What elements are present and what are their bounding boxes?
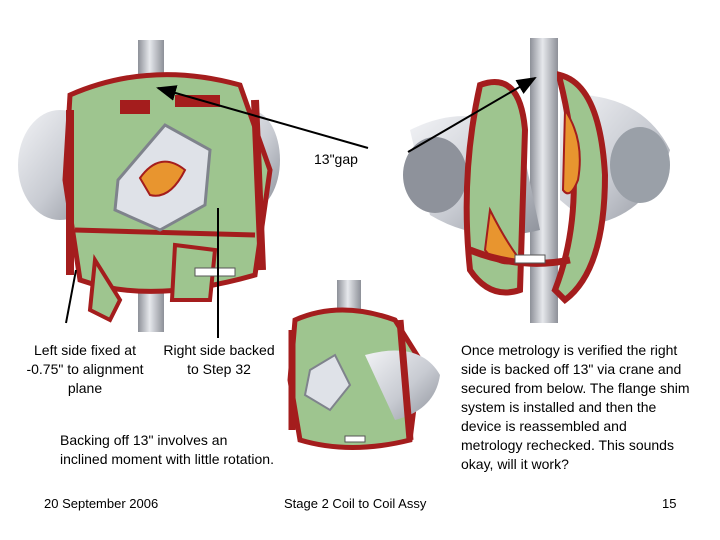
right-side-caption: Right side backed to Step 32	[163, 342, 275, 377]
left-side-caption: Left side fixed at -0.75" to alignment p…	[26, 342, 144, 396]
left-side-leader	[65, 269, 77, 324]
right-side-assembly	[403, 38, 670, 323]
left-side-assembly	[18, 40, 280, 332]
footer-title: Stage 2 Coil to Coil Assy	[284, 496, 427, 511]
page-number: 15	[662, 496, 677, 511]
metrology-note: Once metrology is verified the right sid…	[461, 342, 690, 472]
leader-lines	[65, 76, 537, 338]
gap-arrow-left	[156, 85, 369, 149]
footer-date: 20 September 2006	[44, 496, 159, 511]
backing-off-caption: Backing off 13" involves an inclined mom…	[60, 432, 274, 467]
gap-label: 13"gap	[314, 151, 358, 167]
right-vertical-post	[530, 38, 558, 323]
stage2-assembly	[287, 280, 440, 450]
gap-arrow-right	[407, 76, 537, 153]
